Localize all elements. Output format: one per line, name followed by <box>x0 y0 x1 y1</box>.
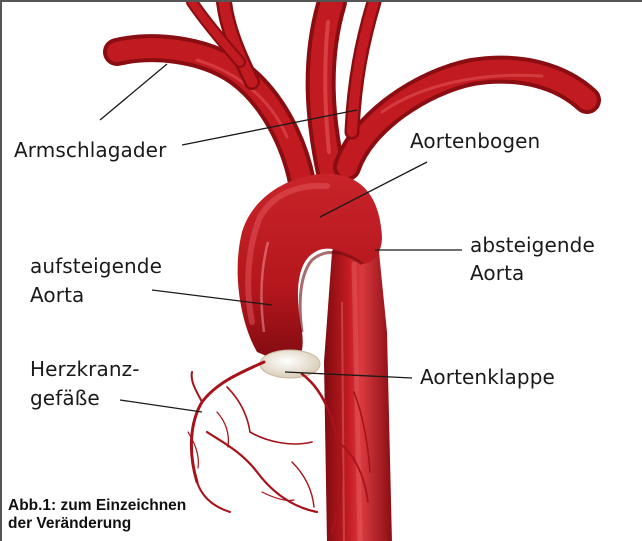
label-armschlagader: Armschlagader <box>14 137 166 164</box>
head-neck-arteries <box>117 2 587 182</box>
figure-caption-line1: Abb.1: zum Einzeichnen <box>8 497 186 515</box>
label-absteigende-2: Aorta <box>470 260 524 287</box>
descending-aorta <box>324 226 392 541</box>
label-aortenbogen: Aortenbogen <box>410 128 540 155</box>
figure-caption-line2: der Veränderung <box>8 515 131 533</box>
leader-armschlagader-left <box>100 64 167 120</box>
label-absteigende-1: absteigende <box>470 232 595 259</box>
label-aortenklappe: Aortenklappe <box>420 364 555 391</box>
label-aufsteigende-1: aufsteigende <box>30 253 162 280</box>
label-herzkranz-2: gefäße <box>30 385 100 412</box>
label-aufsteigende-2: Aorta <box>30 282 84 309</box>
label-herzkranz-1: Herzkranz- <box>30 356 140 383</box>
leader-herzkranz <box>120 400 202 412</box>
